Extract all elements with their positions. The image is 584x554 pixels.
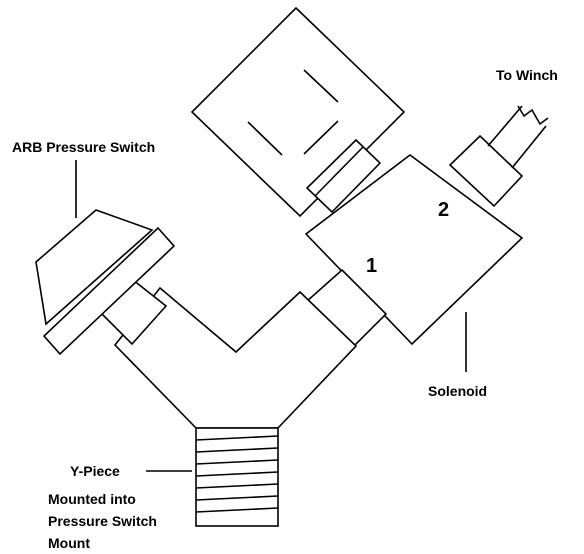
- mount-label-line-3: Mount: [48, 535, 90, 551]
- pressure-switch-housing: [35, 209, 154, 326]
- upper-block-marking-3: [303, 120, 339, 155]
- upper-coupler-seam: [314, 146, 364, 197]
- pressure-switch-flange: [42, 226, 176, 356]
- winch-fitting: [448, 105, 549, 208]
- threaded-mount: [195, 427, 279, 527]
- upper-coupler: [305, 138, 382, 214]
- winch-pipe-break-line: [517, 105, 549, 126]
- winch-pipe-top-edge: [487, 105, 523, 147]
- mount-label-line-1: Mounted into: [48, 491, 136, 507]
- solenoid-body: [304, 153, 524, 346]
- y-piece-label: Y-Piece: [70, 463, 120, 479]
- arb-pressure-switch-label: ARB Pressure Switch: [12, 139, 155, 155]
- winch-fitting-collar: [448, 134, 524, 208]
- upper-block-marking-1: [303, 69, 339, 103]
- winch-pipe-bottom-edge: [511, 125, 547, 169]
- port-2-label: 2: [438, 199, 449, 221]
- upper-block-marking-2: [247, 121, 283, 156]
- arb-pressure-switch: [35, 209, 176, 356]
- port-1-label: 1: [366, 255, 377, 277]
- mount-label-line-2: Pressure Switch: [48, 513, 157, 529]
- solenoid-label: Solenoid: [428, 383, 487, 399]
- to-winch-label: To Winch: [496, 67, 558, 83]
